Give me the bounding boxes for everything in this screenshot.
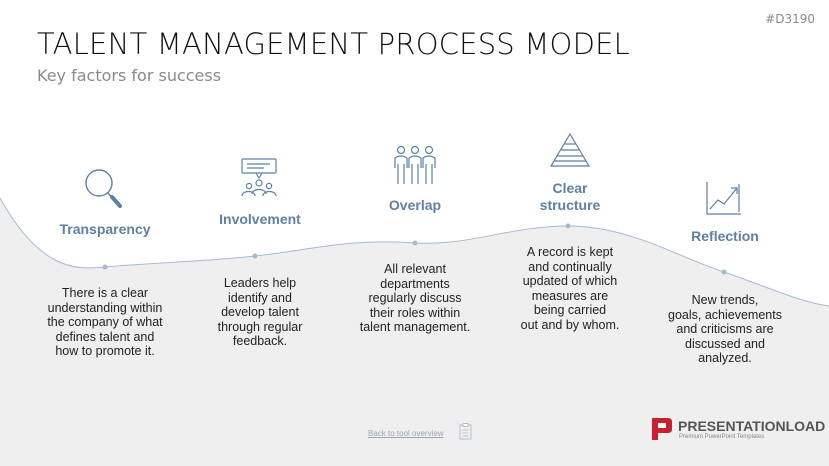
page-subtitle: Key factors for success bbox=[37, 66, 222, 85]
desc-line: the company of what bbox=[47, 315, 163, 329]
step-description-transparency: There is a clear understanding within th… bbox=[30, 286, 180, 359]
desc-line: understanding within bbox=[47, 300, 163, 315]
wave-dot-1 bbox=[102, 264, 108, 270]
wave-dot-5 bbox=[721, 269, 727, 275]
wave-dot-2 bbox=[252, 253, 258, 259]
desc-line: measures are bbox=[531, 288, 609, 303]
desc-line: and criticisms are bbox=[676, 322, 774, 336]
heading-line: structure bbox=[539, 197, 601, 213]
desc-line: analyzed. bbox=[698, 351, 752, 365]
brand-name-bold: PRESENTATION bbox=[678, 418, 786, 434]
presentationload-logo-icon bbox=[652, 418, 672, 440]
desc-line: goals, achievements bbox=[668, 307, 782, 322]
desc-line: regularly discuss bbox=[368, 291, 462, 305]
step-description-clear-structure: A record is kept and continually updated… bbox=[495, 245, 645, 332]
desc-line: how to promote it. bbox=[55, 344, 155, 358]
group-meeting-icon bbox=[241, 158, 277, 197]
clipboard-icon[interactable] bbox=[459, 423, 473, 441]
step-heading-reflection: Reflection bbox=[691, 228, 759, 244]
desc-line: There is a clear bbox=[61, 286, 149, 300]
brand-tagline: Premium PowerPoint Templates bbox=[679, 434, 765, 440]
page-title: TALENT MANAGEMENT PROCESS MODEL bbox=[37, 27, 630, 61]
desc-line: being carried bbox=[533, 303, 607, 317]
brand-name: PRESENTATIONLOAD bbox=[678, 418, 825, 434]
desc-line: their roles within bbox=[369, 305, 461, 320]
brand-name-light: LOAD bbox=[785, 418, 826, 434]
back-to-overview-link[interactable]: Back to tool overview bbox=[368, 429, 444, 438]
magnifier-icon bbox=[85, 169, 122, 208]
step-heading-overlap: Overlap bbox=[388, 197, 442, 213]
people-icon bbox=[394, 145, 436, 184]
step-description-reflection: New trends, goals, achievements and crit… bbox=[650, 293, 800, 366]
desc-line: All relevant bbox=[384, 262, 446, 276]
wave-dot-4 bbox=[565, 223, 571, 229]
desc-line: A record is kept bbox=[526, 245, 614, 259]
desc-line: updated of which bbox=[522, 274, 618, 288]
slide-code: #D3190 bbox=[765, 12, 815, 26]
desc-line: out and by whom. bbox=[520, 317, 620, 332]
step-heading-transparency: Transparency bbox=[59, 221, 151, 237]
heading-line: Clear bbox=[552, 180, 588, 196]
desc-line: New trends, bbox=[691, 293, 759, 307]
step-heading-clear-structure: Clear structure bbox=[510, 180, 630, 214]
step-heading-involvement: Involvement bbox=[219, 211, 301, 227]
wave-dot-3 bbox=[412, 240, 418, 246]
pyramid-icon bbox=[549, 132, 591, 167]
desc-line: through regular bbox=[217, 319, 303, 334]
desc-line: discussed and bbox=[685, 336, 765, 351]
trend-chart-icon bbox=[706, 182, 741, 215]
step-description-involvement: Leaders help identify and develop talent… bbox=[185, 276, 335, 349]
desc-line: talent management. bbox=[359, 320, 471, 334]
desc-line: defines talent and bbox=[55, 329, 155, 344]
desc-line: Leaders help bbox=[223, 276, 297, 290]
desc-line: departments bbox=[380, 276, 450, 291]
step-description-overlap: All relevant departments regularly discu… bbox=[340, 262, 490, 335]
desc-line: identify and bbox=[228, 290, 292, 305]
desc-line: and continually bbox=[528, 259, 612, 274]
desc-line: develop talent bbox=[221, 305, 299, 319]
desc-line: feedback. bbox=[232, 334, 288, 348]
